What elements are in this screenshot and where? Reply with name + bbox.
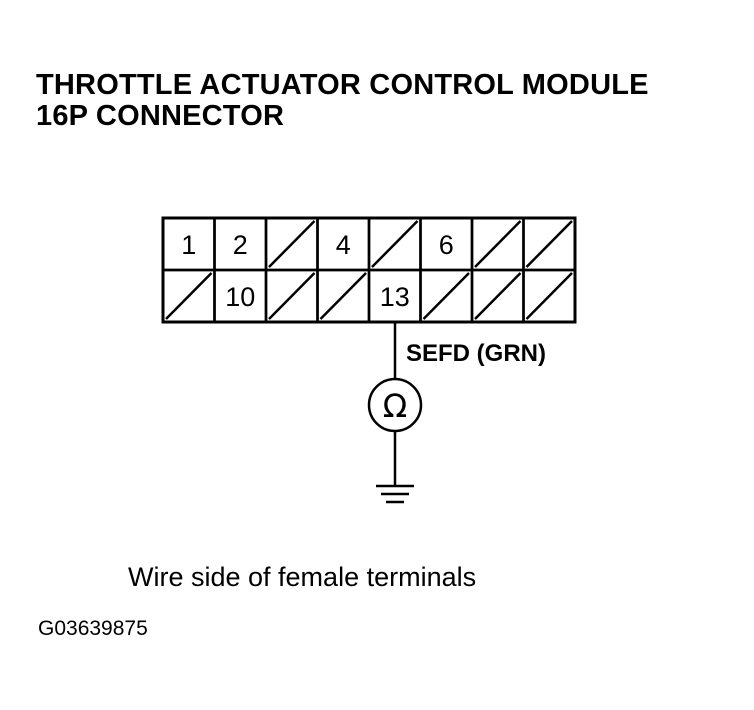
- unused-terminal-slash: [371, 220, 419, 268]
- diagram-title: THROTTLE ACTUATOR CONTROL MODULE 16P CON…: [36, 70, 649, 132]
- title-line-1: THROTTLE ACTUATOR CONTROL MODULE: [36, 69, 649, 101]
- terminal-number: 6: [439, 230, 454, 260]
- unused-terminal-slash: [525, 220, 573, 268]
- figure-code: G03639875: [38, 617, 148, 640]
- unused-terminal-slash: [268, 220, 316, 268]
- connector-cell: [522, 268, 577, 324]
- unused-terminal-slash: [474, 272, 522, 320]
- terminal-number: 4: [336, 230, 351, 260]
- terminal-number: 2: [233, 230, 248, 260]
- unused-terminal-slash: [268, 272, 316, 320]
- ohm-symbol: Ω: [383, 387, 407, 425]
- unused-terminal-slash: [474, 220, 522, 268]
- unused-terminal-slash: [165, 272, 213, 320]
- terminal-number: 13: [380, 282, 410, 312]
- connector-16p: 1 2 4 6 10 13: [161, 216, 577, 324]
- unused-terminal-slash: [525, 272, 573, 320]
- wire-label: SEFD (GRN): [406, 340, 546, 367]
- diagram-caption: Wire side of female terminals: [128, 562, 477, 592]
- ohmmeter-icon: Ω: [367, 377, 423, 433]
- ground-icon: [376, 484, 414, 504]
- title-line-2: 16P CONNECTOR: [36, 100, 285, 132]
- unused-terminal-slash: [319, 272, 367, 320]
- terminal-number: 10: [225, 282, 255, 312]
- unused-terminal-slash: [422, 272, 470, 320]
- terminal-number: 1: [181, 230, 196, 260]
